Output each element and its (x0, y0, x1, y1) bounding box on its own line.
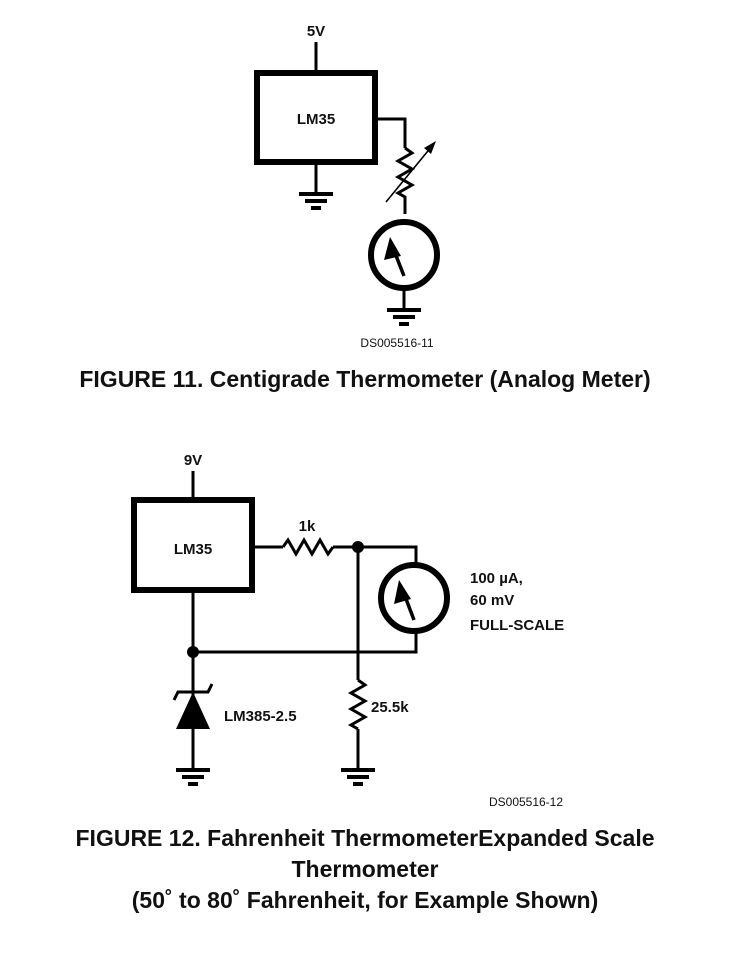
supply-label-9v: 9V (184, 452, 202, 469)
ic-label-lm35: LM35 (297, 111, 335, 128)
ground-icon (385, 308, 423, 326)
figure-12-caption-line3: (50˚ to 80˚ Fahrenheit, for Example Show… (131, 887, 599, 913)
supply-label-5v: 5V (307, 23, 325, 40)
resistor-1k-label: 1k (299, 518, 316, 535)
meter-label-current: 100 µA, (470, 570, 523, 587)
drawing-id: DS005516-11 (360, 336, 433, 350)
meter-top-wire (358, 545, 418, 565)
ground-icon (297, 192, 335, 210)
meter-bottom-wire (193, 631, 418, 654)
resistor-25k-icon (347, 678, 369, 731)
junction-dot (187, 646, 199, 658)
analog-meter-icon (368, 219, 440, 291)
figure-12-caption-line1: FIGURE 12. Fahrenheit ThermometerExpande… (75, 825, 655, 851)
zener-diode-icon (172, 683, 214, 729)
resistor-25k-label: 25.5k (371, 699, 409, 716)
analog-meter-icon (378, 562, 450, 634)
ic-label-lm35: LM35 (174, 541, 212, 558)
resistor-1k-icon (281, 536, 335, 558)
figure-12-caption-line2: Thermometer (291, 856, 439, 882)
figure-11-caption: FIGURE 11. Centigrade Thermometer (Analo… (79, 366, 651, 392)
ground-icon (339, 768, 377, 786)
arrow-head-icon (424, 141, 436, 154)
variable-resistor-arrow-icon (385, 145, 433, 203)
figure-12-schematic: 9V LM35 1k 100 µA, 60 mV FULL-SCALE 25.5… (131, 452, 564, 809)
meter-label-voltage: 60 mV (470, 592, 514, 609)
figure-11-schematic: 5V LM35 DS005516-11 (254, 23, 440, 350)
meter-label-fullscale: FULL-SCALE (470, 617, 564, 634)
drawing-id: DS005516-12 (489, 795, 563, 809)
output-wire (375, 117, 407, 148)
zener-label: LM385-2.5 (224, 708, 297, 725)
variable-resistor-icon (394, 146, 416, 214)
ground-icon (174, 768, 212, 786)
